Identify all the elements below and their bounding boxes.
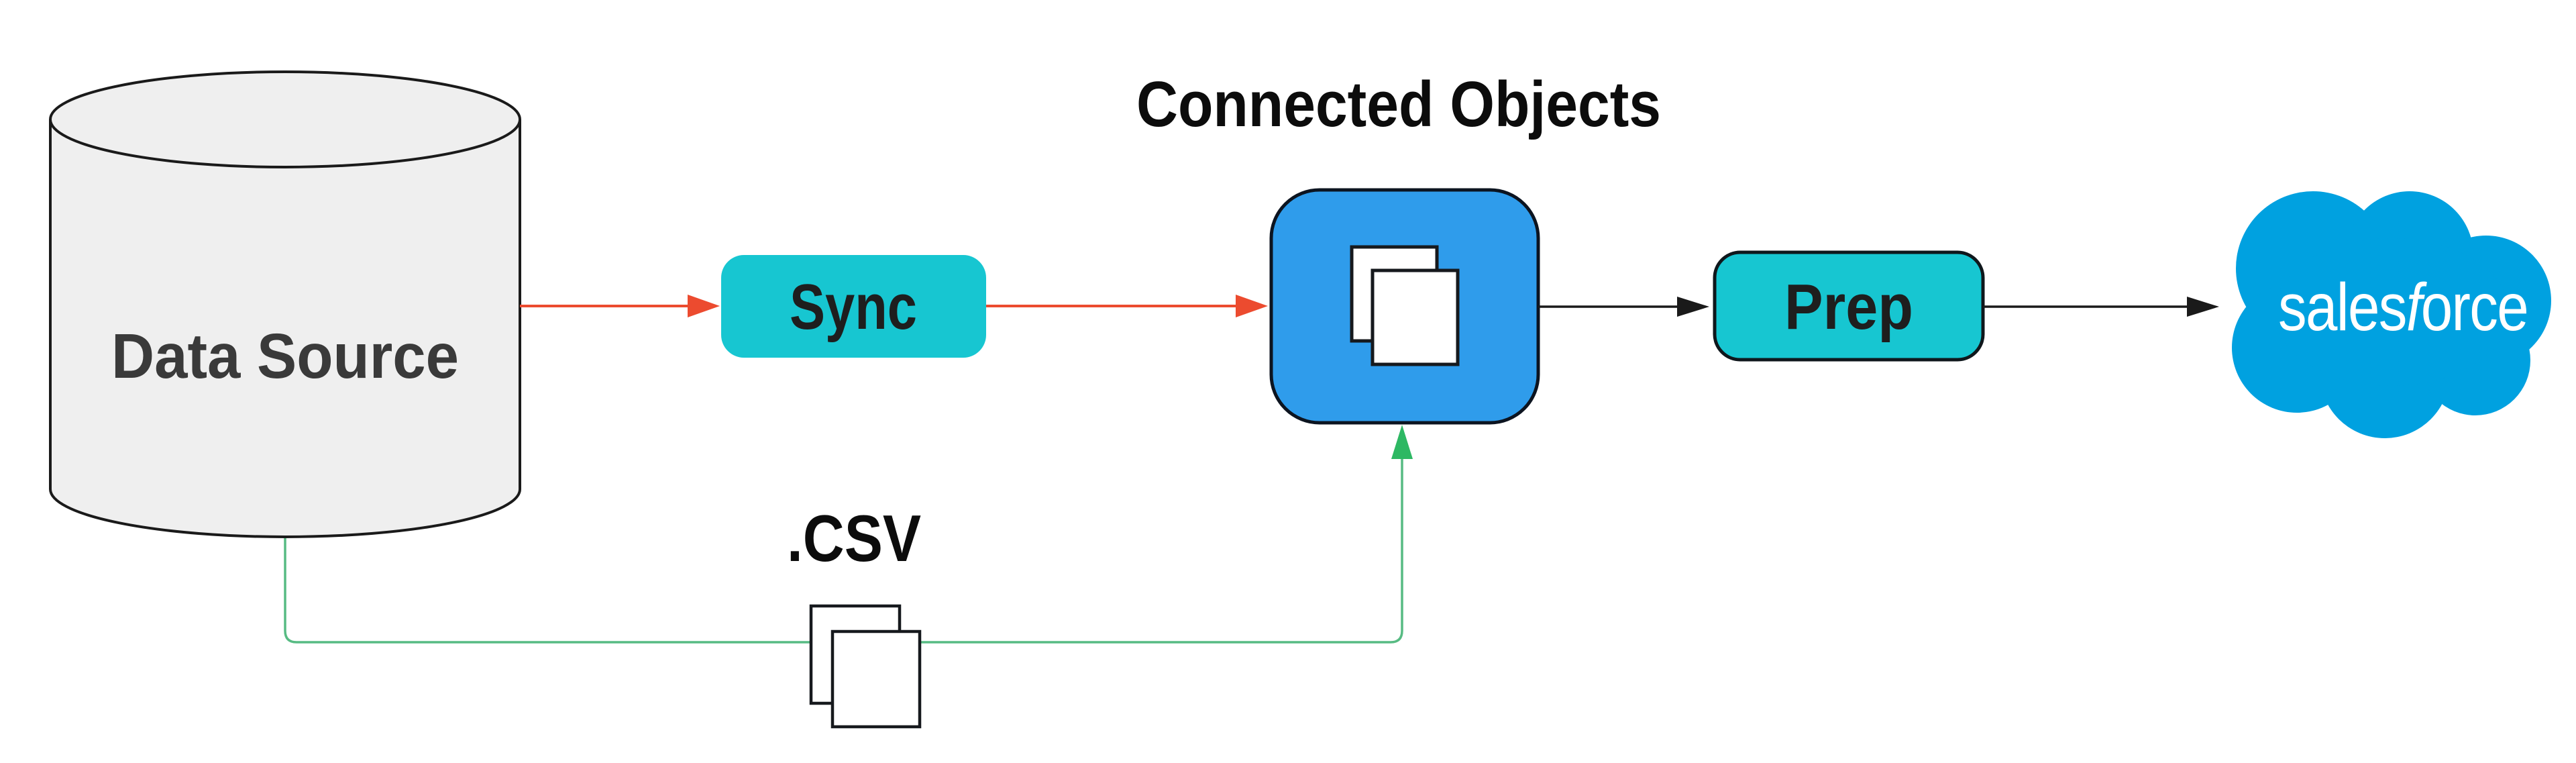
black-arrowhead-icon xyxy=(1677,297,1709,317)
green-arrowhead-icon xyxy=(1391,425,1413,459)
node-connected-objects xyxy=(1269,188,1540,425)
document-front-page xyxy=(830,629,922,729)
documents-icon xyxy=(1350,245,1460,366)
black-arrowhead-icon xyxy=(2187,297,2219,317)
node-sync: Sync xyxy=(721,255,986,358)
edge-datasource-to-sync xyxy=(520,295,720,317)
node-data-source: Data Source xyxy=(49,70,521,538)
database-cylinder-body xyxy=(49,119,521,538)
edge-sync-to-connectedobjects xyxy=(986,295,1268,317)
data-source-label: Data Source xyxy=(111,321,459,392)
csv-label: .CSV xyxy=(787,501,921,575)
edge-prep-to-salesforce xyxy=(1983,297,2219,317)
node-prep: Prep xyxy=(1713,250,1985,362)
red-arrowhead-icon xyxy=(1236,295,1268,317)
salesforce-cloud-logo: salesforce xyxy=(2232,191,2551,438)
edge-connectedobjects-to-prep xyxy=(1538,297,1709,317)
node-csv: .CSV xyxy=(787,501,922,729)
red-arrowhead-icon xyxy=(688,295,720,317)
document-front-page xyxy=(1371,268,1460,366)
cloud-shape xyxy=(2232,191,2551,438)
connected-objects-title: Connected Objects xyxy=(1136,68,1661,140)
salesforce-wordmark: salesforce xyxy=(2278,270,2528,345)
wordmark-sales: sales xyxy=(2278,270,2406,345)
documents-icon xyxy=(809,604,922,729)
prep-label: Prep xyxy=(1784,271,1913,343)
sync-label: Sync xyxy=(790,271,917,343)
sync-button-shape xyxy=(721,255,986,358)
database-cylinder-top xyxy=(49,70,521,168)
wordmark-orce: orce xyxy=(2421,270,2528,345)
